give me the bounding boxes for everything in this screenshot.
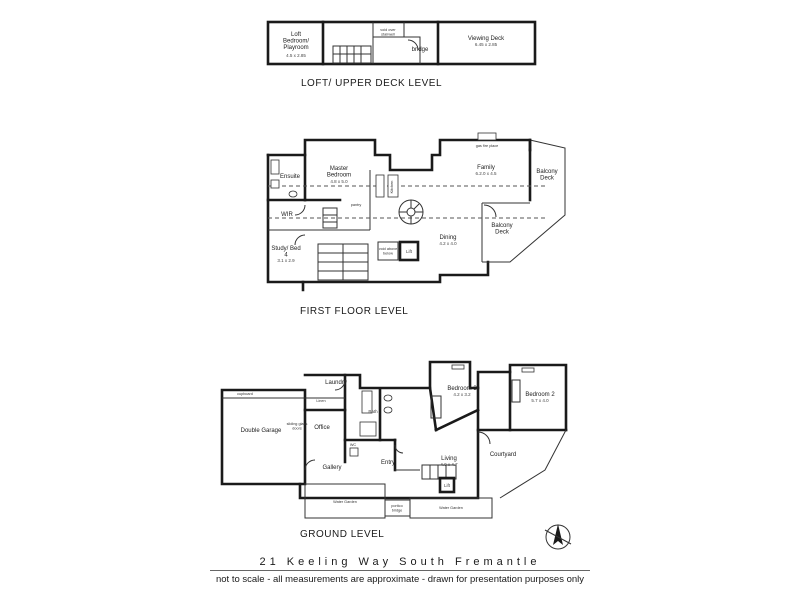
cupboard-label: cupboard — [237, 392, 253, 396]
wc-label: WC — [350, 443, 357, 447]
living-label: Living — [441, 456, 457, 462]
disclaimer-text: not to scale - all measurements are appr… — [215, 574, 585, 585]
water-garden-2-label: Water Garden — [439, 506, 463, 510]
viewing-deck-label: Viewing Deck — [468, 36, 505, 42]
study-dim: 3.1 x 2.9 — [277, 258, 295, 263]
laundry-label: Laundry — [325, 380, 347, 386]
bedroom-3-label: Bedroom 3 — [447, 386, 477, 392]
gallery-label: Gallery — [322, 465, 341, 471]
loft-stair — [332, 45, 372, 64]
footer-divider — [210, 570, 590, 571]
courtyard-label: Courtyard — [490, 452, 516, 458]
viewing-deck-dim: 6.45 x 2.85 — [475, 42, 498, 47]
family-dim: 6.2.0 x 4.5 — [475, 171, 497, 176]
first-floor-plan: gas fire place — [266, 132, 566, 292]
water-garden-1-label: Water Garden — [333, 500, 357, 504]
family-label: Family — [477, 165, 495, 171]
ensuite-label: Ensuite — [280, 174, 301, 180]
loft-bedroom-dim: 4.5 x 2.85 — [286, 53, 306, 58]
bedroom-3-dim: 4.2 x 3.2 — [453, 392, 471, 397]
master-bedroom-dim: 4.8 x 5.0 — [330, 179, 348, 184]
gas-fire-label: gas fire place — [476, 144, 499, 148]
entry-label: Entry — [381, 460, 395, 466]
pantry-label: pantry — [351, 203, 362, 207]
bedroom-2-dim: 5.7 x 4.0 — [531, 398, 549, 403]
ground-level-plan: Lift Laundry cupboard Double Garage slid… — [220, 360, 568, 519]
first-floor-stair — [317, 243, 369, 281]
dining-dim: 4.2 x 4.0 — [439, 241, 457, 246]
living-dim: 4.0 x 4.7 — [440, 462, 458, 467]
office-label: Office — [314, 425, 330, 431]
north-arrow-icon — [544, 524, 572, 550]
double-garage-label: Double Garage — [241, 428, 282, 434]
linen-label: Linen — [316, 399, 325, 403]
first-lift-label: Lift — [406, 249, 413, 254]
bedroom-2-label: Bedroom 2 — [525, 392, 555, 398]
dining-label: Dining — [439, 235, 456, 241]
ground-lift-label: Lift — [444, 483, 451, 488]
kitchen-label: Kitchen — [390, 181, 394, 194]
wir-label: WIR — [281, 212, 293, 218]
property-address: 21 Keeling Way South Fremantle — [259, 556, 541, 568]
bath-label: Bath — [368, 409, 378, 414]
first-floor-title: FIRST FLOOR LEVEL — [300, 306, 408, 317]
loft-bridge-label: bridge — [412, 47, 429, 53]
ground-stair — [421, 464, 457, 480]
ground-level-title: GROUND LEVEL — [300, 529, 384, 540]
loft-level-title: LOFT/ UPPER DECK LEVEL — [301, 78, 442, 89]
spiral-stair — [398, 199, 424, 225]
